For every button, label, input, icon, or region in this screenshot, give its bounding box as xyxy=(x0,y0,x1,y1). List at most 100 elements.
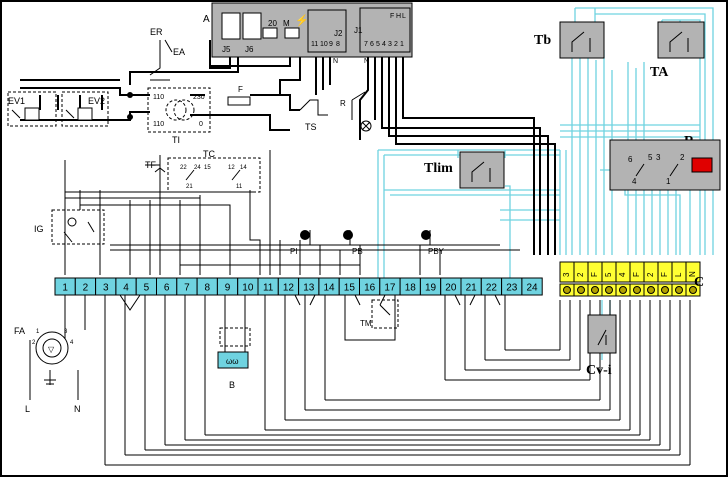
ts-switch: TS R xyxy=(299,91,372,132)
j2-pin-8: 8 xyxy=(336,41,340,48)
label-tf: TF xyxy=(145,160,156,170)
label-tlim: Tlim xyxy=(424,161,453,176)
mark-h: H xyxy=(396,13,401,20)
b-dash xyxy=(219,327,251,347)
ta-thermostat: TA xyxy=(650,21,705,80)
c-terminal xyxy=(629,261,645,283)
spark-icon: ⚡ xyxy=(295,14,309,27)
pump-pb-icon xyxy=(343,230,353,240)
terminal-label: 4 xyxy=(123,283,129,294)
tm-box xyxy=(371,299,399,329)
screw-icon xyxy=(577,286,585,294)
relay-coil xyxy=(691,157,713,173)
label-pby: PBY xyxy=(428,247,445,256)
ev1-coil xyxy=(24,107,40,121)
main-switch: IG xyxy=(34,209,105,245)
c-terminal xyxy=(559,261,575,283)
tlim-box xyxy=(459,151,505,189)
relay-pin-6: 6 xyxy=(628,155,633,164)
pump-pby-icon xyxy=(421,230,431,240)
tc-pin-15: 15 xyxy=(204,165,211,171)
j5-socket xyxy=(221,12,241,40)
fa-pin-1: 1 xyxy=(36,329,40,335)
c-terminal-label: F xyxy=(632,272,641,277)
cv-i-contact: Cv-i xyxy=(586,314,617,378)
connector-20 xyxy=(262,27,278,39)
mark-f: F xyxy=(390,13,394,20)
j1-pin-5: 5 xyxy=(376,41,380,48)
screw-icon xyxy=(633,286,641,294)
j2-pin-9: 9 xyxy=(329,41,333,48)
tc-pin-22: 22 xyxy=(180,165,187,171)
j1-pin-3: 3 xyxy=(388,41,392,48)
terminal-label: 1 xyxy=(62,283,68,294)
c-terminal xyxy=(643,261,659,283)
terminal-label: 3 xyxy=(103,283,109,294)
b-coil-icon: ωω xyxy=(226,357,239,366)
screw-icon xyxy=(689,286,697,294)
terminal-label: 19 xyxy=(425,283,437,294)
tc-pin-12: 12 xyxy=(228,165,235,171)
tc-box xyxy=(167,157,261,193)
transformer-core-a xyxy=(165,99,187,121)
label-ta: TA xyxy=(650,65,669,80)
terminal-label: 23 xyxy=(506,283,518,294)
terminal-label: 16 xyxy=(364,283,376,294)
c-terminal xyxy=(573,261,589,283)
tb-box xyxy=(559,21,605,59)
connector-m xyxy=(284,27,300,39)
label-cv-i: Cv-i xyxy=(586,363,612,378)
relay-pin-5: 5 xyxy=(648,153,653,162)
tb-thermostat: Tb xyxy=(534,21,605,59)
c-terminal-label: 4 xyxy=(618,272,627,277)
j6-socket xyxy=(242,12,262,40)
label-r-small: R xyxy=(340,99,346,108)
screw-icon xyxy=(675,286,683,294)
c-terminal xyxy=(601,261,617,283)
label-pb: PB xyxy=(352,247,363,256)
gas-valves: EV1 EV2 xyxy=(7,91,133,127)
label-ti: TI xyxy=(172,135,180,145)
ti-out-top: 230 xyxy=(193,94,205,101)
c-terminal-label: F xyxy=(660,272,669,277)
terminal-label: 20 xyxy=(445,283,457,294)
c-terminal-label: 5 xyxy=(604,272,613,277)
label-c: C xyxy=(694,275,704,290)
tc-pin-24: 24 xyxy=(194,165,201,171)
terminal-label: 9 xyxy=(225,283,231,294)
c-terminal-label: 2 xyxy=(646,272,655,277)
terminal-label: 7 xyxy=(184,283,190,294)
terminal-label: 24 xyxy=(526,283,538,294)
thermostats: TF TC 22 24 15 12 14 21 11 xyxy=(145,149,261,193)
ig-lamp-icon xyxy=(67,217,77,227)
screw-icon xyxy=(647,286,655,294)
label-ev1: EV1 xyxy=(8,96,25,106)
label-ts: TS xyxy=(305,122,317,132)
j2-pin-11: 11 xyxy=(311,41,318,48)
relay-pin-4: 4 xyxy=(632,177,637,186)
j2-pin-10: 10 xyxy=(320,41,328,48)
j2-label: J2 xyxy=(334,29,343,38)
j1-block xyxy=(359,7,411,53)
fa-pin-4: 4 xyxy=(70,340,74,346)
j6-label: J6 xyxy=(245,45,254,54)
b-probe: ωω B xyxy=(217,327,251,390)
tc-pin-11: 11 xyxy=(236,184,243,190)
label-20: 20 xyxy=(268,19,277,28)
label-tm: TM xyxy=(360,319,372,328)
j1-pin-7: 7 xyxy=(364,41,368,48)
cv-i-box xyxy=(587,314,617,354)
ti-out-bottom: 0 xyxy=(199,121,203,128)
c-terminal-label: L xyxy=(674,272,683,277)
ti-in-bottom: 110 xyxy=(153,121,164,128)
screw-icon xyxy=(591,286,599,294)
c-terminal xyxy=(587,261,603,283)
screw-icon xyxy=(605,286,613,294)
c-terminal-label: 3 xyxy=(562,272,571,277)
tlim-thermostat: Tlim xyxy=(424,151,505,189)
terminal-label: 11 xyxy=(263,283,274,294)
